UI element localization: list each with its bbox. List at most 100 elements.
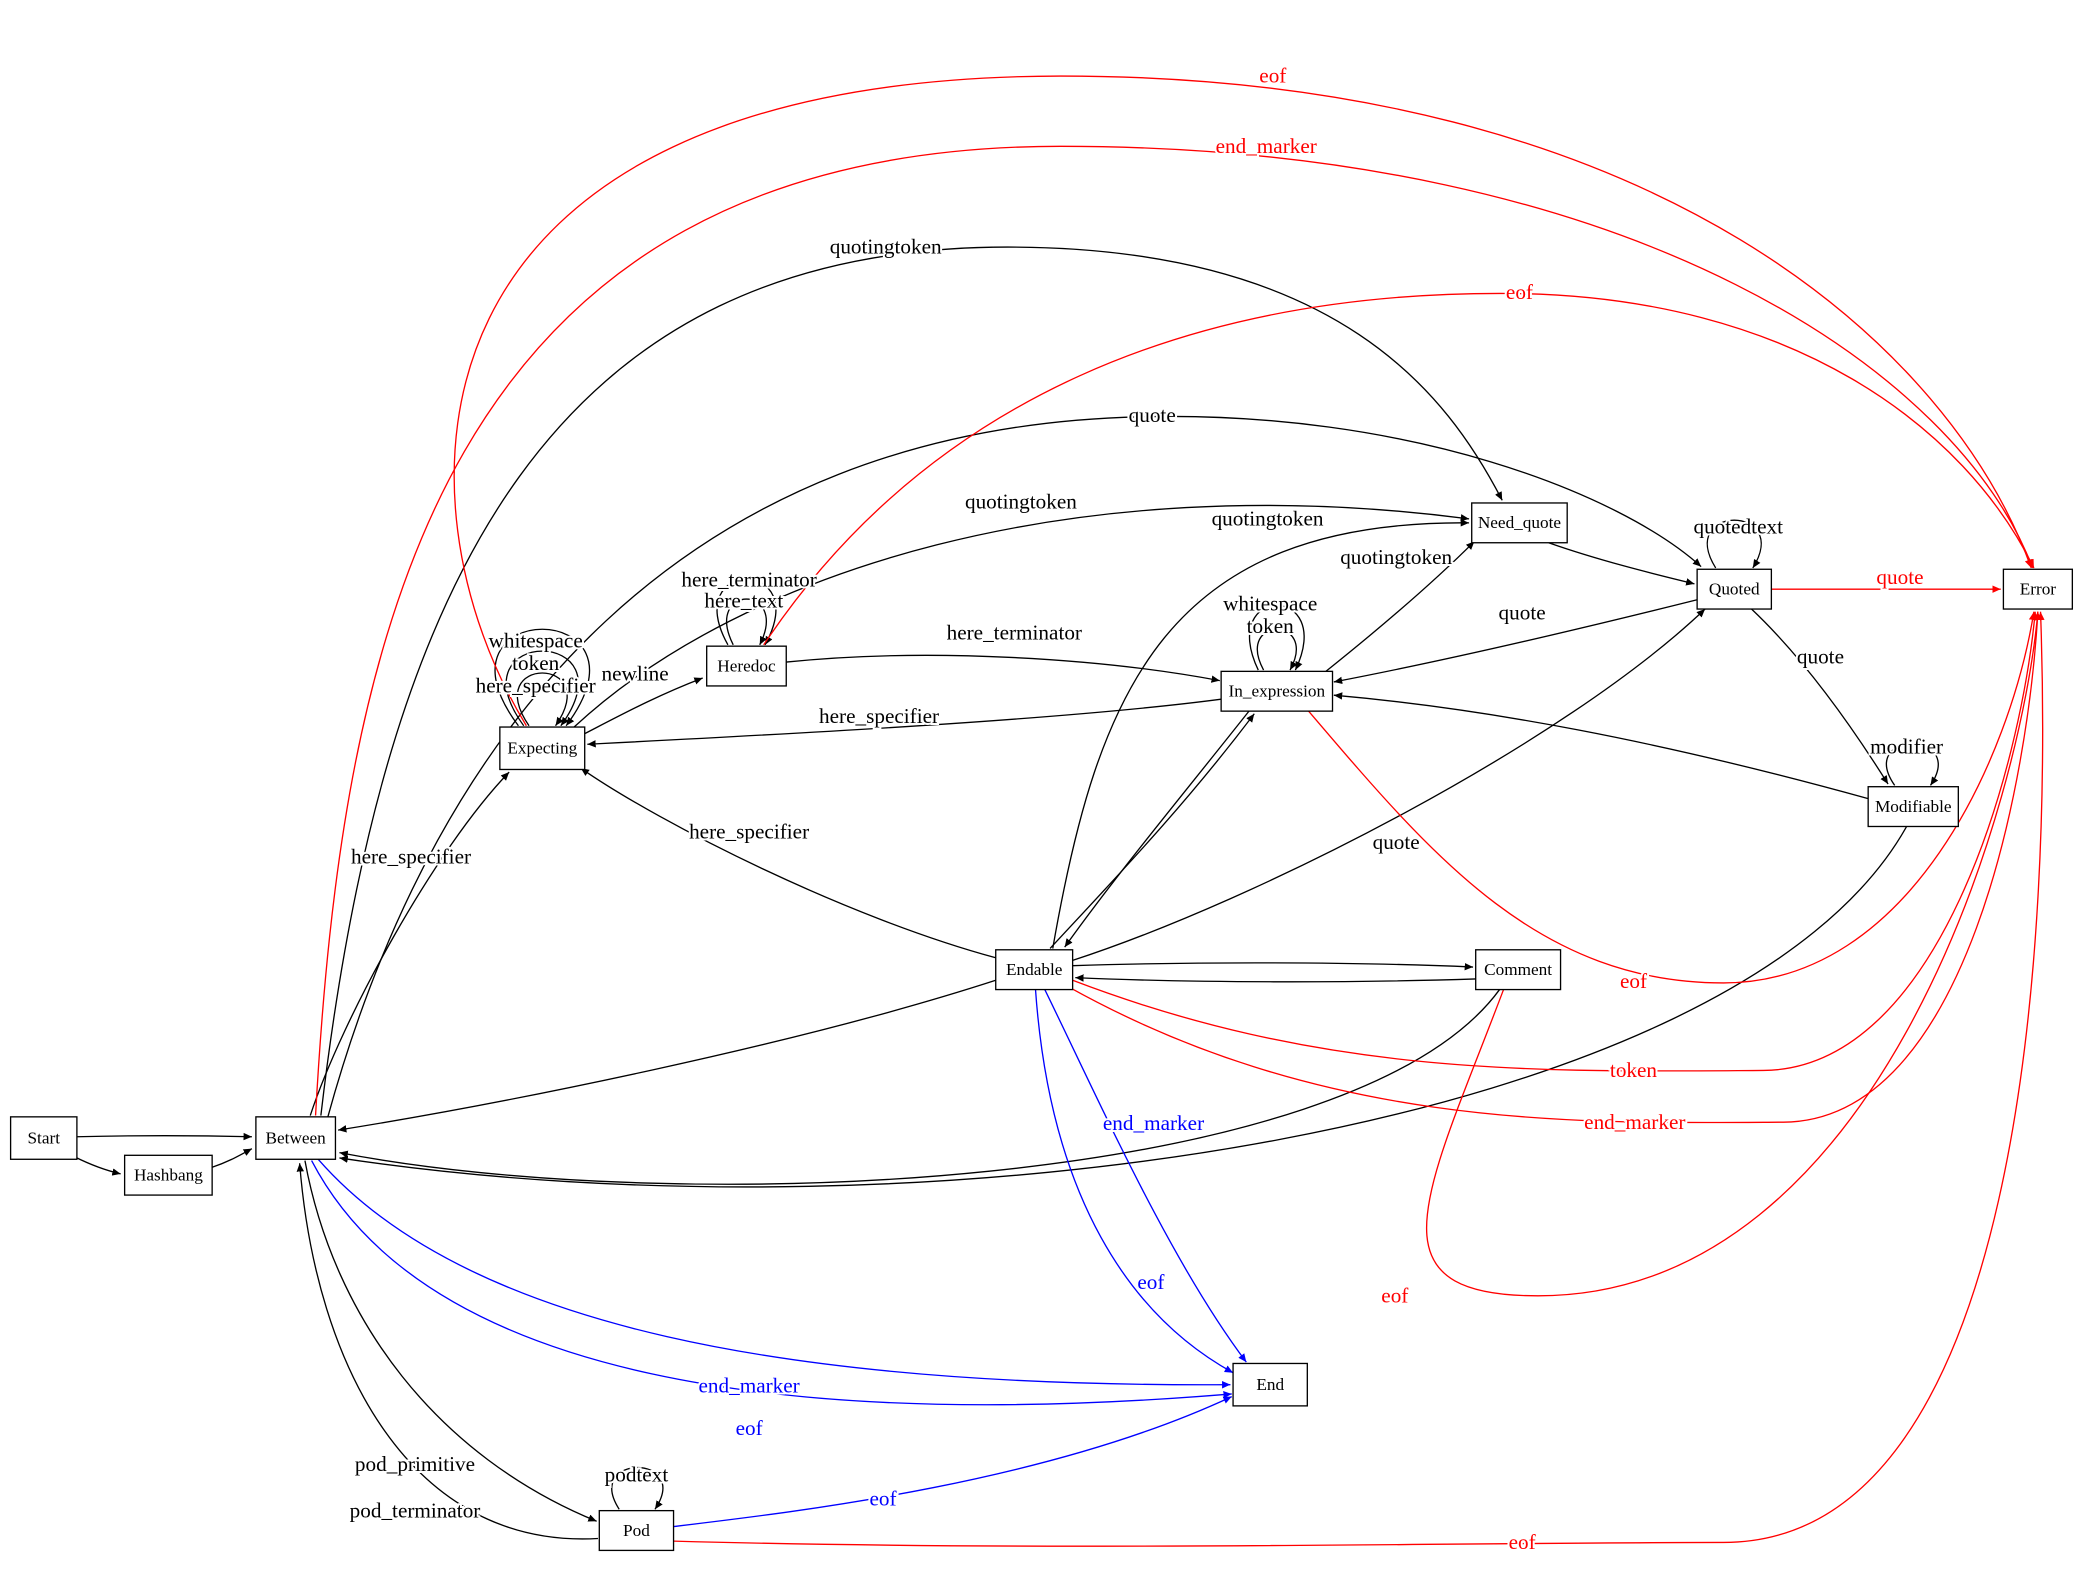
edge-pod-error-eof [673,611,2045,1547]
edge-expecting-need_quote-quotingtoken [573,504,1470,728]
edge-label-quoted-modifiable: quote [1797,644,1844,668]
state-node-box-start [9,1116,78,1160]
edge-endable-end-end_marker [1044,989,1247,1363]
state-node-modifiable: Modifiable [1867,786,1959,828]
state-node-box-hashbang [123,1154,213,1196]
state-node-box-quoted [1696,568,1773,610]
edge-label-between-need_quote: quotingtoken [830,235,942,259]
edge-comment-error-eof [1425,611,2041,1297]
edge-label-quoted-quoted: quotedtext [1693,514,1783,538]
edge-pod-pod-podtext [611,1466,664,1510]
edge-expecting-heredoc-newline [584,677,703,735]
edge-label-pod-pod: podtext [605,1462,669,1486]
edge-endable-end-eof [1034,989,1234,1374]
state-node-box-need_quote [1471,502,1568,544]
edge-modifiable-between [339,826,1908,1188]
edge-label-expecting-expecting: here_specifier [476,674,596,698]
edge-in_expression-endable [1064,710,1250,948]
state-node-label-comment: Comment [1484,960,1552,979]
edge-label-in_expression-in_expression: whitespace [1223,591,1317,615]
state-node-box-between [255,1116,337,1160]
edge-hashbang-between [211,1148,253,1168]
state-node-box-error [2002,568,2074,610]
state-node-label-endable: Endable [1006,960,1063,979]
edge-label-heredoc-heredoc: here_text [704,589,783,613]
edge-in_expression-in_expression-whitespace [1248,604,1305,671]
edge-label-heredoc-heredoc: here_terminator [681,568,816,592]
edge-comment-between [339,989,1501,1185]
edge-label-expecting-heredoc: newline [602,662,669,686]
edge-in_expression-error-eof [1308,611,2037,984]
state-node-end: End [1232,1362,1308,1407]
edge-endable-in_expression [1049,713,1255,949]
edge-endable-comment [1072,962,1474,971]
edge-label-expecting-expecting: token [512,651,560,675]
state-node-error: Error [2002,568,2074,610]
state-node-box-modifiable [1867,786,1959,828]
edge-pod-between-pod_terminator [296,1163,599,1540]
edge-label-quoted-error: quote [1876,565,1923,589]
edge-endable-between [337,979,996,1133]
state-node-heredoc: Heredoc [706,645,787,687]
state-node-box-heredoc [706,645,787,687]
edge-endable-error-token [1072,611,2039,1072]
state-node-box-comment [1475,949,1562,991]
edge-label-endable-error: end_marker [1584,1110,1685,1134]
edge-label-endable-need_quote: quotingtoken [1212,507,1324,531]
edge-label-in_expression-error: eof [1620,969,1648,993]
edge-labels-layer: here_specifier quotingtoken quote pod_primi… [348,62,1945,1556]
edge-need_quote-quoted [1548,542,1695,586]
edge-start-between [76,1132,252,1141]
edge-label-between-pod: pod_primitive [355,1452,475,1476]
edge-label-between-end: eof [736,1416,764,1440]
edge-between-expecting-here_specifier [309,771,510,1116]
state-node-label-pod: Pod [623,1521,650,1540]
edge-between-need_quote-quotingtoken [320,246,1503,1116]
edge-heredoc-in_expression-here_terminator [786,654,1220,683]
edge-quoted-in_expression-quote [1333,599,1698,685]
state-node-label-hashbang: Hashbang [134,1165,203,1184]
edge-between-quoted-quote [326,415,1702,1119]
state-node-label-end: End [1256,1375,1284,1394]
state-node-box-in_expression [1220,670,1334,712]
edge-between-pod-pod_primitive [304,1160,597,1522]
edge-quoted-quoted-quotedtext [1706,519,1762,569]
state-node-hashbang: Hashbang [123,1154,213,1196]
edge-label-endable-end: end_marker [1103,1111,1204,1135]
edge-label-between-expecting: here_specifier [351,845,471,869]
edge-between-error-end_marker [314,145,2034,1116]
edge-endable-expecting-here_specifier [580,767,996,959]
state-node-quoted: Quoted [1696,568,1773,610]
edge-heredoc-heredoc-here_terminator [716,578,777,646]
edge-label-in_expression-need_quote: quotingtoken [1340,545,1452,569]
state-node-endable: Endable [995,949,1074,991]
state-node-start: Start [9,1116,78,1160]
state-node-in_expression: In_expression [1220,670,1334,712]
edge-heredoc-error-eof [763,292,2035,646]
edge-label-pod-between: pod_terminator [350,1498,481,1522]
edge-expecting-expecting-here_specifier [516,672,568,727]
edge-between-end-eof [310,1160,1232,1406]
edge-quoted-modifiable-quote [1751,608,1889,785]
edge-label-pod-error: eof [1509,1530,1537,1554]
edge-label-heredoc-error: eof [1506,280,1534,304]
edge-label-in_expression-in_expression: token [1247,614,1295,638]
state-node-box-endable [995,949,1074,991]
state-node-between: Between [255,1116,337,1160]
edge-label-heredoc-in_expression: here_terminator [947,621,1082,645]
state-node-box-expecting [499,726,586,771]
state-node-box-end [1232,1362,1308,1407]
state-node-box-pod [598,1509,675,1552]
edge-in_expression-need_quote-quotingtoken [1325,540,1475,672]
edge-label-between-error: end_marker [1216,134,1317,158]
state-node-label-heredoc: Heredoc [717,656,776,675]
edge-label-between-end: end_marker [698,1374,799,1398]
edge-label-between-quoted: quote [1129,403,1176,427]
state-node-label-expecting: Expecting [507,739,577,758]
edge-label-endable-error: token [1610,1058,1658,1082]
state-node-label-start: Start [27,1128,60,1147]
edge-expecting-error-eof [453,75,2032,727]
edge-label-endable-expecting: here_specifier [689,819,809,843]
state-node-need_quote: Need_quote [1471,502,1568,544]
